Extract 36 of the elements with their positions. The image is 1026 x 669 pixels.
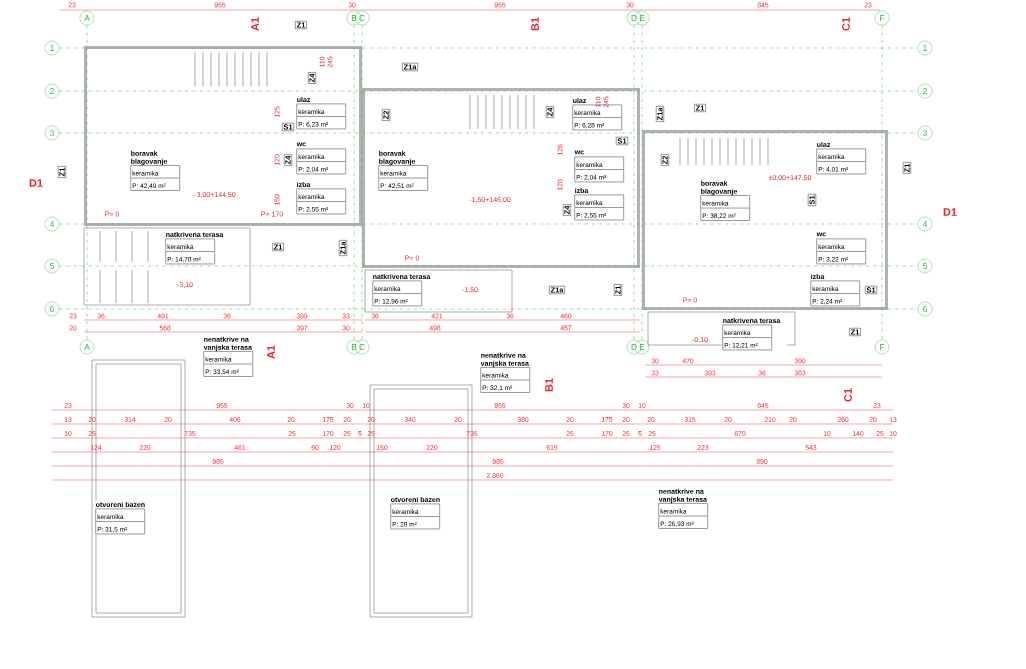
grid-bubble: 5 [44, 258, 60, 274]
section-label: C1 [844, 388, 852, 402]
grid-line [361, 24, 363, 341]
grid-line [58, 265, 919, 267]
grid-bubble: A [79, 10, 95, 26]
grid-bubble: 1 [44, 40, 60, 56]
grid-line [58, 223, 919, 225]
grid-bubble: 3 [917, 125, 933, 141]
grid-bubble: 2 [44, 83, 60, 99]
grid-bubble: 2 [917, 83, 933, 99]
grid-bubble: A [79, 339, 95, 355]
grid-line [633, 24, 635, 341]
grid-bubble: F [874, 10, 890, 26]
grid-line [86, 24, 88, 341]
grid-bubble: 6 [917, 301, 933, 317]
grid-line [58, 132, 919, 134]
section-label: A1 [251, 17, 259, 31]
grid-line [58, 308, 919, 310]
section-label: D1 [943, 208, 957, 216]
grid-line [58, 47, 919, 49]
section-label: A1 [267, 345, 275, 359]
grid-line [641, 24, 643, 341]
grid-bubble: 6 [44, 301, 60, 317]
section-label: B1 [531, 17, 539, 31]
grid-line [353, 24, 355, 341]
grid-bubble: F [874, 339, 890, 355]
grid-line [881, 24, 883, 341]
grid-line [58, 90, 919, 92]
grid-bubble: 3 [44, 125, 60, 141]
section-label: B1 [545, 378, 553, 392]
grid-bubble: 4 [44, 216, 60, 232]
grid-bubble: 1 [917, 40, 933, 56]
section-label: D1 [29, 179, 43, 187]
grid-bubble: 5 [917, 258, 933, 274]
section-label: C1 [842, 17, 850, 31]
grid-bubble: 4 [917, 216, 933, 232]
